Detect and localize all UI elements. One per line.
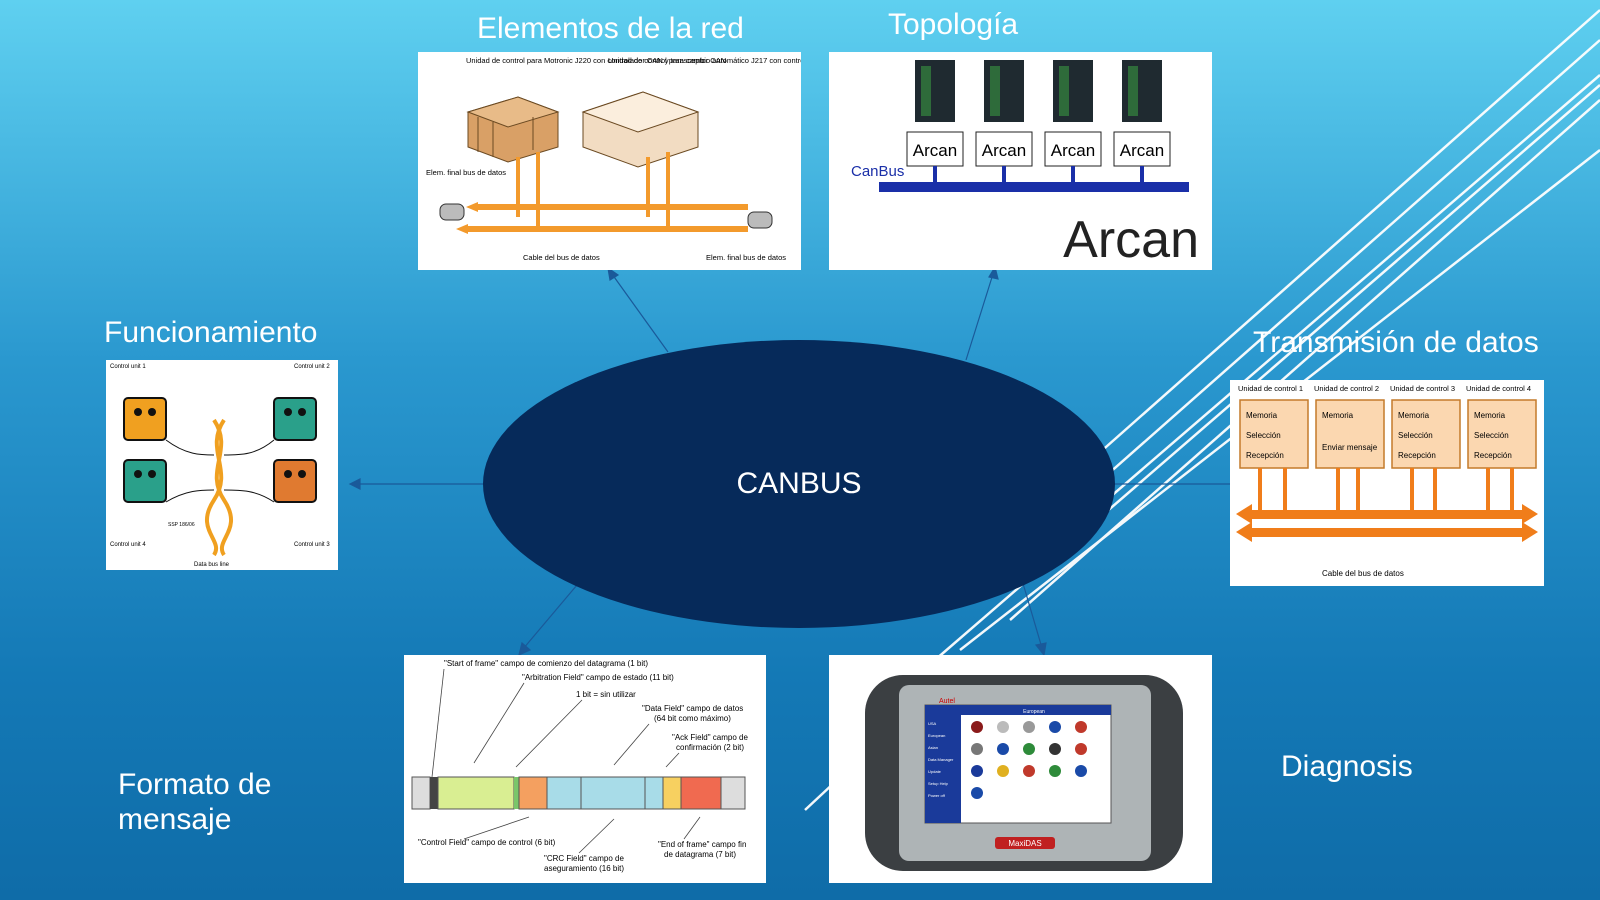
- crc-label-2: aseguramiento (16 bit): [544, 864, 624, 873]
- unused-label: 1 bit = sin utilizar: [576, 690, 636, 699]
- cable-label: Cable del bus de datos: [1322, 569, 1404, 578]
- seleccion-label: Selección: [1246, 431, 1281, 440]
- board-icon: [984, 60, 1024, 122]
- canbus-label: CanBus: [851, 163, 904, 180]
- ctrl-label: "Control Field" campo de control (6 bit): [418, 838, 556, 847]
- cable-label: Cable del bus de datos: [523, 253, 600, 262]
- eof-label-2: de datagrama (7 bit): [664, 850, 736, 859]
- terminator-left-icon: [439, 203, 465, 221]
- seleccion-label: Selección: [1398, 431, 1433, 440]
- unit2-header: Unidad de control 2: [1314, 384, 1379, 393]
- recepcion-label: Recepción: [1246, 451, 1284, 460]
- board-icon: [915, 60, 955, 122]
- frame-bar: [411, 776, 746, 810]
- board-icon: [1053, 60, 1093, 122]
- diagnosis-panel: Autel European USA European Asian Data M…: [829, 655, 1212, 883]
- unit1-header: Unidad de control 1: [1238, 384, 1303, 393]
- eof-label-1: "End of frame" campo fin: [658, 840, 746, 849]
- menu-asian[interactable]: Asian: [928, 745, 938, 750]
- enviar-label: Enviar mensaje: [1322, 443, 1378, 452]
- elementos-unit2-label: Unidad de control para cambio automático…: [608, 56, 801, 65]
- menu-data-manager[interactable]: Data Manager: [928, 757, 954, 762]
- menu-european[interactable]: European: [928, 733, 945, 738]
- canbus-hub: CANBUS: [483, 340, 1115, 628]
- cu2-label: Control unit 2: [294, 364, 330, 370]
- memoria-label: Memoria: [1246, 411, 1278, 420]
- topologia-panel: Arcan Arcan Arcan Arcan CanBus Arcan: [829, 52, 1212, 270]
- elementos-unit1-label: Unidad de control para Motronic J220 con…: [466, 56, 726, 65]
- menu-update[interactable]: Update: [928, 769, 942, 774]
- control-unit-character-icon: [273, 459, 317, 503]
- menu-usa[interactable]: USA: [928, 721, 937, 726]
- label-elementos: Elementos de la red: [477, 12, 744, 45]
- hub-label: CANBUS: [736, 467, 862, 500]
- formato-panel: "Start of frame" campo de comienzo del d…: [404, 655, 766, 883]
- cu1-label: Control unit 1: [110, 364, 146, 370]
- ecu-gearbox-icon: [581, 91, 700, 168]
- menu-power-off[interactable]: Power off: [928, 793, 946, 798]
- label-funcionamiento: Funcionamiento: [104, 316, 318, 349]
- memoria-label: Memoria: [1322, 411, 1354, 420]
- label-topologia: Topología: [888, 8, 1019, 41]
- control-unit-character-icon: [123, 397, 167, 441]
- recepcion-label: Recepción: [1398, 451, 1436, 460]
- cu3-label: Control unit 3: [294, 542, 330, 548]
- sof-label: "Start of frame" campo de comienzo del d…: [444, 659, 648, 668]
- recepcion-label: Recepción: [1474, 451, 1512, 460]
- data-label-2: (64 bit como máximo): [654, 714, 731, 723]
- transmission-bus: [1236, 504, 1538, 542]
- cu4-label: Control unit 4: [110, 542, 146, 548]
- label-formato: Formato de mensaje: [118, 768, 272, 836]
- end-right-label: Elem. final bus de datos: [706, 253, 786, 262]
- ack-label-1: "Ack Field" campo de: [672, 733, 748, 742]
- screen-header: European: [1023, 709, 1045, 715]
- label-diagnosis: Diagnosis: [1281, 750, 1413, 783]
- unit4-header: Unidad de control 4: [1466, 384, 1531, 393]
- board-icon: [1122, 60, 1162, 122]
- car-brand-logos: [971, 721, 1087, 799]
- arcan-logo: Arcan: [1063, 211, 1199, 269]
- topology-nodes: [915, 60, 1162, 122]
- terminator-right-icon: [747, 211, 773, 229]
- control-unit-character-icon: [273, 397, 317, 441]
- memoria-label: Memoria: [1398, 411, 1430, 420]
- seleccion-label: Selección: [1474, 431, 1509, 440]
- memoria-label: Memoria: [1474, 411, 1506, 420]
- maxidas-label: MaxiDAS: [1008, 839, 1041, 848]
- data-bus-cable: [456, 202, 748, 234]
- end-left-label: Elem. final bus de datos: [426, 168, 506, 177]
- arb-label: "Arbitration Field" campo de estado (11 …: [522, 673, 674, 682]
- node-label: Arcan: [1120, 141, 1164, 160]
- unit1-text: Unidad de control para Motronic J220 con…: [466, 56, 726, 65]
- twisted-bus-icon: [205, 418, 233, 557]
- ecu-motronic-icon: [466, 96, 560, 163]
- ssp-label: SSP 186/06: [168, 522, 195, 528]
- control-unit-character-icon: [123, 459, 167, 503]
- label-transmision: Transmisión de datos: [1253, 326, 1539, 359]
- bus-line-label: Data bus line: [194, 562, 230, 568]
- autel-brand: Autel: [939, 698, 955, 705]
- node-label: Arcan: [913, 141, 957, 160]
- ack-label-2: confirmación (2 bit): [676, 743, 744, 752]
- node-label: Arcan: [982, 141, 1026, 160]
- funcionamiento-panel: Control unit 1 Control unit 2 Control un…: [106, 360, 338, 570]
- unit3-header: Unidad de control 3: [1390, 384, 1455, 393]
- transmision-panel: Unidad de control 1 Unidad de control 2 …: [1230, 380, 1544, 586]
- crc-label-1: "CRC Field" campo de: [544, 854, 624, 863]
- menu-setup-help[interactable]: Setup Help: [928, 781, 949, 786]
- canbus-line: [879, 182, 1189, 192]
- elementos-panel: Unidad de control para Motronic J220 con…: [418, 52, 801, 270]
- node-label: Arcan: [1051, 141, 1095, 160]
- data-label-1: "Data Field" campo de datos: [642, 704, 743, 713]
- maxidas-badge: [995, 837, 1055, 849]
